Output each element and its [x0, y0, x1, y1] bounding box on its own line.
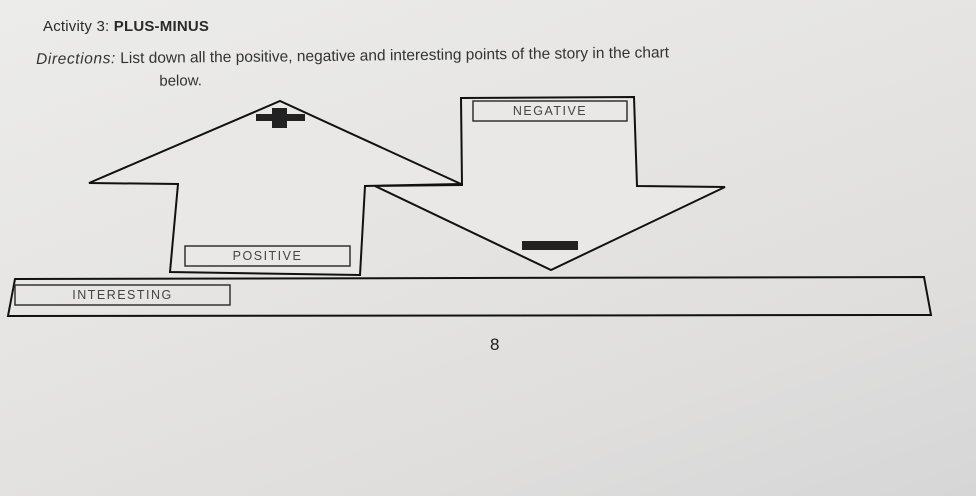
activity-prefix: Activity 3: [43, 18, 114, 35]
positive-label: POSITIVE [232, 249, 303, 263]
activity-name: PLUS-MINUS [113, 18, 210, 35]
interesting-label: INTERESTING [72, 288, 173, 302]
activity-title: Activity 3: PLUS-MINUS [43, 18, 209, 35]
negative-label: NEGATIVE [512, 104, 588, 118]
minus-icon [522, 241, 578, 250]
positive-label-box [184, 245, 351, 267]
interesting-label-box [14, 284, 231, 306]
positive-up-arrow [88, 99, 462, 277]
plus-icon [256, 108, 305, 128]
page-number: 8 [490, 335, 500, 354]
negative-down-arrow [374, 95, 726, 272]
negative-label-box [472, 100, 628, 122]
interesting-bar [6, 275, 933, 318]
